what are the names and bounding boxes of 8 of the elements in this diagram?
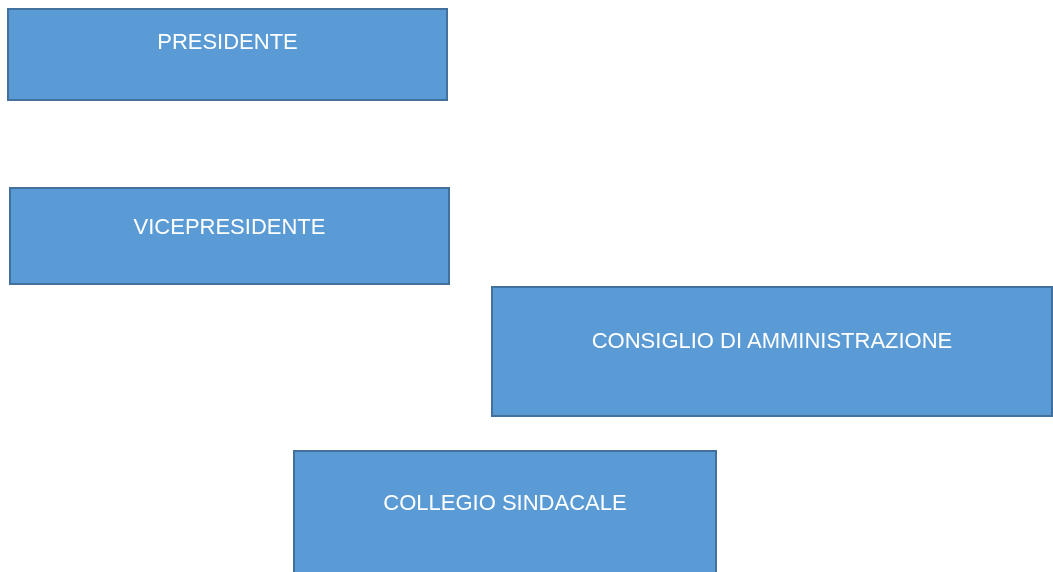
org-box	[9, 187, 450, 285]
org-box	[293, 450, 717, 572]
role-label: VICEPRESIDENTE	[132, 214, 327, 240]
role-label: PRESIDENTE	[156, 29, 299, 55]
role-label: COLLEGIO SINDACALE	[382, 490, 628, 516]
org-box	[7, 8, 448, 101]
role-label: CONSIGLIO DI AMMINISTRAZIONE	[590, 328, 954, 354]
org-box	[491, 286, 1053, 417]
